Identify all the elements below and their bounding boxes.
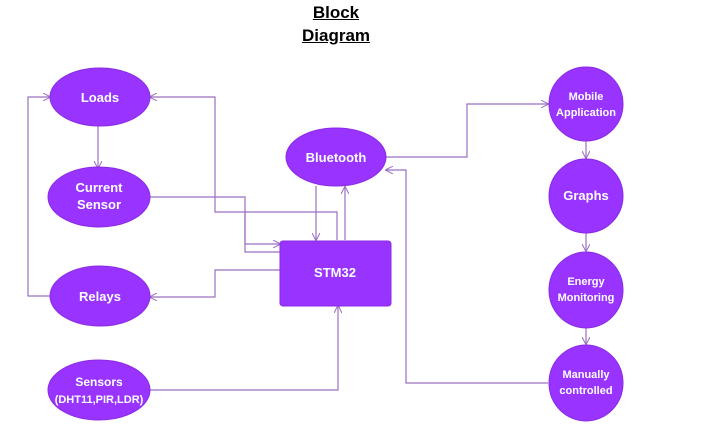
node-bluetooth-label: Bluetooth bbox=[306, 150, 367, 165]
node-mobile-app: Mobile Application bbox=[548, 66, 624, 142]
node-manually-controlled: Manually controlled bbox=[548, 344, 624, 422]
edges bbox=[27, 97, 586, 391]
node-stm32: STM32 bbox=[279, 240, 392, 307]
edge-bluetooth-to-mobile-app bbox=[386, 104, 548, 158]
node-graphs-label: Graphs bbox=[563, 188, 609, 203]
nodes: Loads Current Sensor Relays Sensors (DHT… bbox=[47, 66, 624, 422]
node-manually-controlled-label-2: controlled bbox=[559, 385, 612, 397]
node-mobile-app-label-2: Application bbox=[556, 107, 616, 119]
node-loads: Loads bbox=[49, 67, 151, 127]
edge-manual-to-bluetooth bbox=[386, 170, 548, 384]
node-loads-label: Loads bbox=[81, 90, 119, 105]
node-sensors-label-2: (DHT11,PIR,LDR) bbox=[55, 394, 144, 406]
node-energy-monitoring-label-1: Energy bbox=[567, 276, 605, 288]
edge-relays-to-loads bbox=[27, 97, 50, 297]
edge-stm32-to-loads bbox=[150, 97, 280, 253]
title-line-2: Diagram bbox=[301, 26, 371, 45]
node-sensors: Sensors (DHT11,PIR,LDR) bbox=[47, 359, 151, 421]
node-bluetooth: Bluetooth bbox=[285, 127, 387, 187]
node-current-sensor: Current Sensor bbox=[47, 166, 151, 228]
node-energy-monitoring: Energy Monitoring bbox=[548, 251, 624, 329]
node-stm32-label: STM32 bbox=[314, 265, 356, 280]
node-relays-label: Relays bbox=[79, 289, 121, 304]
node-current-sensor-label-1: Current bbox=[76, 180, 124, 195]
node-sensors-label-1: Sensors bbox=[75, 375, 123, 389]
node-graphs: Graphs bbox=[548, 158, 624, 234]
node-relays: Relays bbox=[49, 265, 151, 327]
node-manually-controlled-label-1: Manually bbox=[562, 369, 610, 381]
edge-stm32-to-relays bbox=[150, 269, 280, 297]
edge-current-sensor-to-stm32 bbox=[150, 196, 280, 244]
node-mobile-app-label-1: Mobile bbox=[569, 91, 604, 103]
node-energy-monitoring-label-2: Monitoring bbox=[558, 292, 615, 304]
edge-sensors-to-stm32 bbox=[150, 306, 338, 391]
node-current-sensor-label-2: Sensor bbox=[77, 197, 121, 212]
edge-current-sensor-feed bbox=[245, 211, 338, 240]
title-line-1: Block bbox=[312, 3, 360, 22]
